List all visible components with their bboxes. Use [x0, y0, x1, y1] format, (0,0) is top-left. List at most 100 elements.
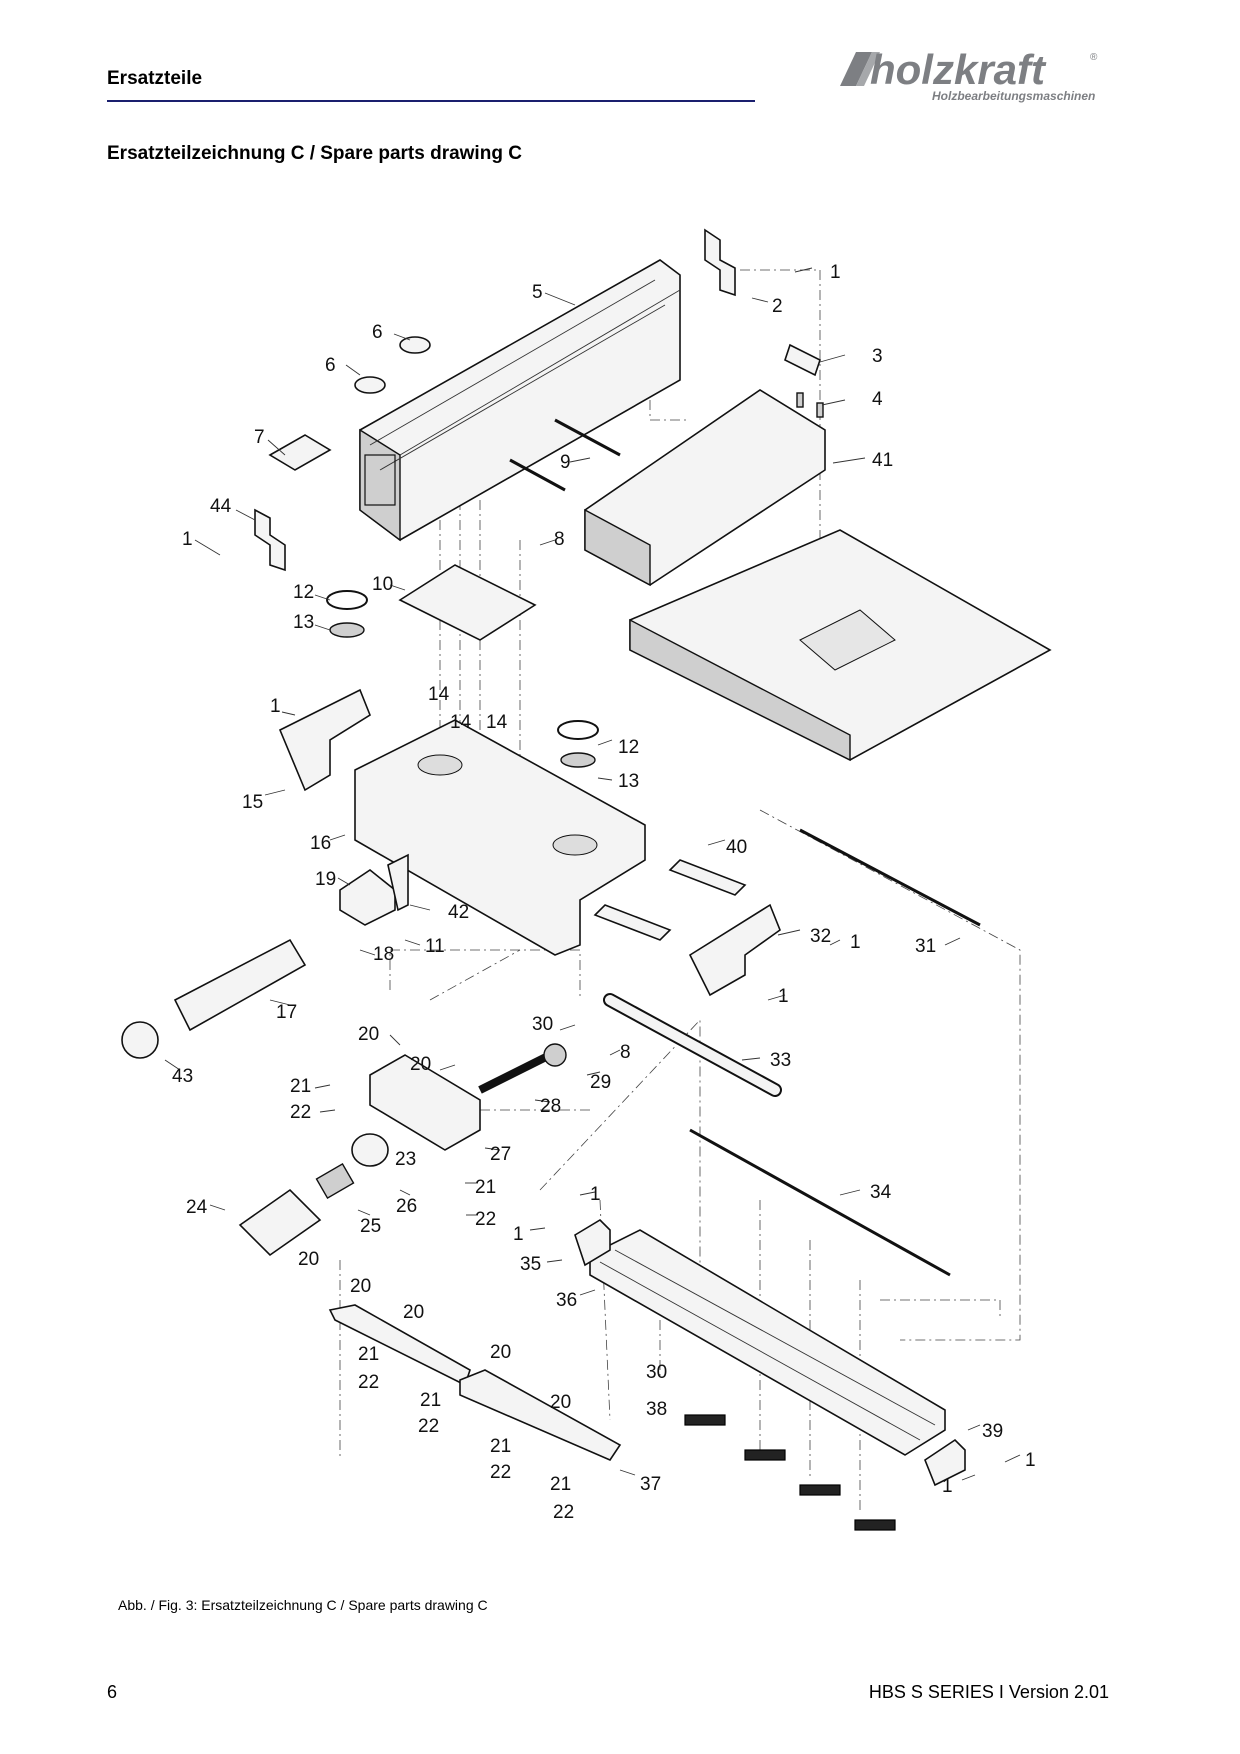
part-label: 14 [486, 712, 508, 733]
part-label: 1 [270, 696, 281, 717]
part-label: 22 [290, 1102, 311, 1123]
part-label: 14 [428, 684, 450, 705]
part-label: 33 [770, 1050, 791, 1071]
part-label: 1 [590, 1184, 601, 1205]
part-label: 24 [186, 1197, 208, 1218]
part-label: 36 [556, 1290, 577, 1311]
part-3-plate [784, 343, 821, 377]
part-24-knob [238, 1188, 322, 1257]
part-40-strips [593, 859, 747, 941]
part-label: 42 [448, 902, 469, 923]
part-label: 34 [870, 1182, 892, 1203]
table-top [629, 529, 1052, 762]
part-label: 41 [872, 450, 893, 471]
part-label: 21 [420, 1390, 441, 1411]
part-35-bracket [574, 1218, 611, 1267]
part-15-plate [278, 688, 371, 792]
document-heading: Ersatzteilzeichnung C / Spare parts draw… [107, 143, 522, 164]
part-10-bracket [398, 564, 537, 641]
part-29-gear [543, 1043, 567, 1067]
part-label: 5 [532, 282, 543, 303]
part-label: 22 [553, 1502, 574, 1523]
part-13-disc [329, 622, 596, 768]
part-label: 1 [1025, 1450, 1036, 1471]
part-41-profile [584, 389, 826, 587]
part-label: 8 [620, 1042, 631, 1063]
part-label: 39 [982, 1421, 1003, 1442]
holzkraft-logo: holzkraft ® Holzbearbeitungsmaschinen [832, 46, 1112, 106]
part-label: 18 [373, 944, 394, 965]
part-label: 6 [372, 322, 383, 343]
logo-mark-stripe [856, 52, 880, 86]
part-label: 6 [325, 355, 336, 376]
part-label: 19 [315, 869, 336, 890]
part-label: 20 [358, 1024, 379, 1045]
part-label: 35 [520, 1254, 541, 1275]
part-label: 22 [475, 1209, 496, 1230]
part-label: 16 [310, 833, 331, 854]
part-label: 22 [490, 1462, 511, 1483]
part-label: 20 [550, 1392, 571, 1413]
part-label: 9 [560, 452, 571, 473]
part-39-bracket [924, 1438, 966, 1487]
leader-lines [164, 267, 1021, 1481]
part-31-strip [799, 828, 981, 927]
part-label: 21 [358, 1344, 379, 1365]
part-label: 15 [242, 792, 263, 813]
part-label: 21 [550, 1474, 571, 1495]
part-label: 31 [915, 936, 936, 957]
part-label: 1 [778, 986, 789, 1007]
part-label: 3 [872, 346, 883, 367]
part-label: 12 [293, 582, 314, 603]
part-17-handle [173, 938, 307, 1032]
part-label: 20 [298, 1249, 319, 1270]
logo-mark [840, 52, 872, 86]
part-label: 11 [425, 936, 445, 957]
part-label: 12 [618, 737, 639, 758]
part-26-bushing [351, 1133, 389, 1167]
part-7-plate [268, 434, 332, 471]
part-label: 13 [618, 771, 639, 792]
part-label: 20 [490, 1342, 511, 1363]
part-label: 37 [640, 1474, 661, 1495]
logo-registered: ® [1090, 52, 1098, 63]
part-16-carriage [354, 719, 646, 956]
document-version: HBS S SERIES I Version 2.01 [868, 1682, 1109, 1702]
part-label: 28 [540, 1096, 561, 1117]
part-12-ring [326, 590, 599, 740]
page-number: 6 [107, 1682, 118, 1702]
part-label: 27 [490, 1144, 511, 1165]
part-37-racks [328, 1304, 622, 1461]
part-5-fence-profile [359, 259, 681, 542]
part-6-wing-nuts [354, 336, 431, 394]
part-number-labels: 1 2 3 4 5 6 6 7 44 1 9 41 8 10 12 13 1 1… [172, 262, 1036, 1523]
part-label: 25 [360, 1216, 381, 1237]
part-27-housing [369, 1054, 481, 1151]
part-43-cap [121, 1021, 159, 1059]
part-label: 22 [418, 1416, 439, 1437]
part-label: 43 [172, 1066, 193, 1087]
part-label: 40 [726, 837, 747, 858]
part-label: 30 [646, 1362, 667, 1383]
part-label: 14 [450, 712, 472, 733]
logo-tagline: Holzbearbeitungsmaschinen [932, 89, 1095, 103]
part-label: 44 [210, 496, 232, 517]
part-9-bolts [509, 418, 621, 492]
part-label: 2 [772, 296, 783, 317]
part-label: 1 [850, 932, 861, 953]
part-label: 1 [942, 1476, 953, 1497]
part-label: 17 [276, 1002, 297, 1023]
part-label: 1 [830, 262, 841, 283]
figure-caption: Abb. / Fig. 3: Ersatzteilzeichnung C / S… [118, 1597, 488, 1613]
part-label: 4 [872, 389, 883, 410]
assembly-lines [339, 269, 1021, 1510]
part-label: 21 [475, 1177, 496, 1198]
part-19-block [339, 869, 396, 926]
part-label: 1 [182, 529, 193, 550]
part-label: 30 [532, 1014, 553, 1035]
part-4-screws [796, 392, 824, 418]
part-label: 20 [410, 1054, 431, 1075]
part-44-bracket [254, 508, 286, 572]
part-36-slide-rail [589, 1229, 946, 1456]
part-label: 13 [293, 612, 314, 633]
